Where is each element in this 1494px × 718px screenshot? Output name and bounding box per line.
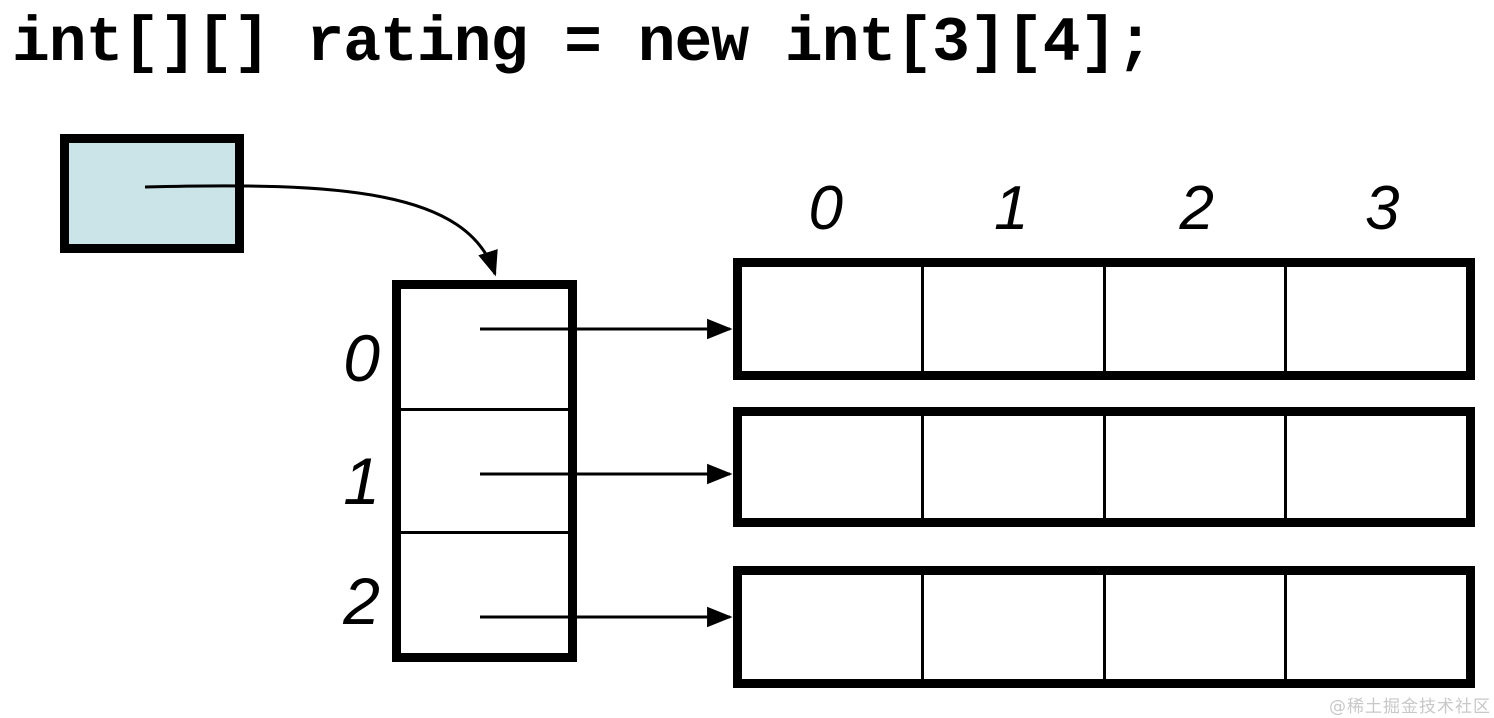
row-reference-cell-0 bbox=[401, 289, 568, 408]
array-cell-1-1 bbox=[920, 416, 1103, 518]
row-index-label-1: 1 bbox=[343, 444, 380, 518]
row-array-0 bbox=[733, 258, 1475, 380]
row-array-2 bbox=[733, 566, 1475, 688]
code-statement-title: int[][] rating = new int[3][4]; bbox=[12, 8, 1154, 79]
array-cell-0-3 bbox=[1284, 267, 1466, 371]
array-cell-0-0 bbox=[742, 267, 921, 371]
array-cell-2-0 bbox=[742, 575, 921, 679]
array-cell-2-1 bbox=[920, 575, 1103, 679]
column-index-label-1: 1 bbox=[994, 174, 1029, 243]
array-cell-0-2 bbox=[1102, 267, 1285, 371]
array-cell-1-3 bbox=[1284, 416, 1466, 518]
row-array-1 bbox=[733, 407, 1475, 527]
column-index-label-0: 0 bbox=[808, 174, 843, 243]
column-index-labels: 0 1 2 3 bbox=[733, 175, 1475, 243]
row-reference-cell-2 bbox=[401, 530, 568, 653]
column-index-label-3: 3 bbox=[1365, 174, 1400, 243]
array-cell-0-1 bbox=[920, 267, 1103, 371]
column-index-label-2: 2 bbox=[1179, 174, 1214, 243]
reference-variable-box bbox=[60, 134, 244, 253]
row-reference-array bbox=[392, 280, 577, 662]
array-cell-1-2 bbox=[1102, 416, 1285, 518]
array-cell-1-0 bbox=[742, 416, 921, 518]
row-index-label-2: 2 bbox=[343, 564, 380, 638]
array-cell-2-2 bbox=[1102, 575, 1285, 679]
watermark: @稀土掘金技术社区 bbox=[1329, 697, 1491, 717]
row-reference-cell-1 bbox=[401, 408, 568, 530]
array-cell-2-3 bbox=[1284, 575, 1466, 679]
row-index-label-0: 0 bbox=[343, 321, 380, 395]
